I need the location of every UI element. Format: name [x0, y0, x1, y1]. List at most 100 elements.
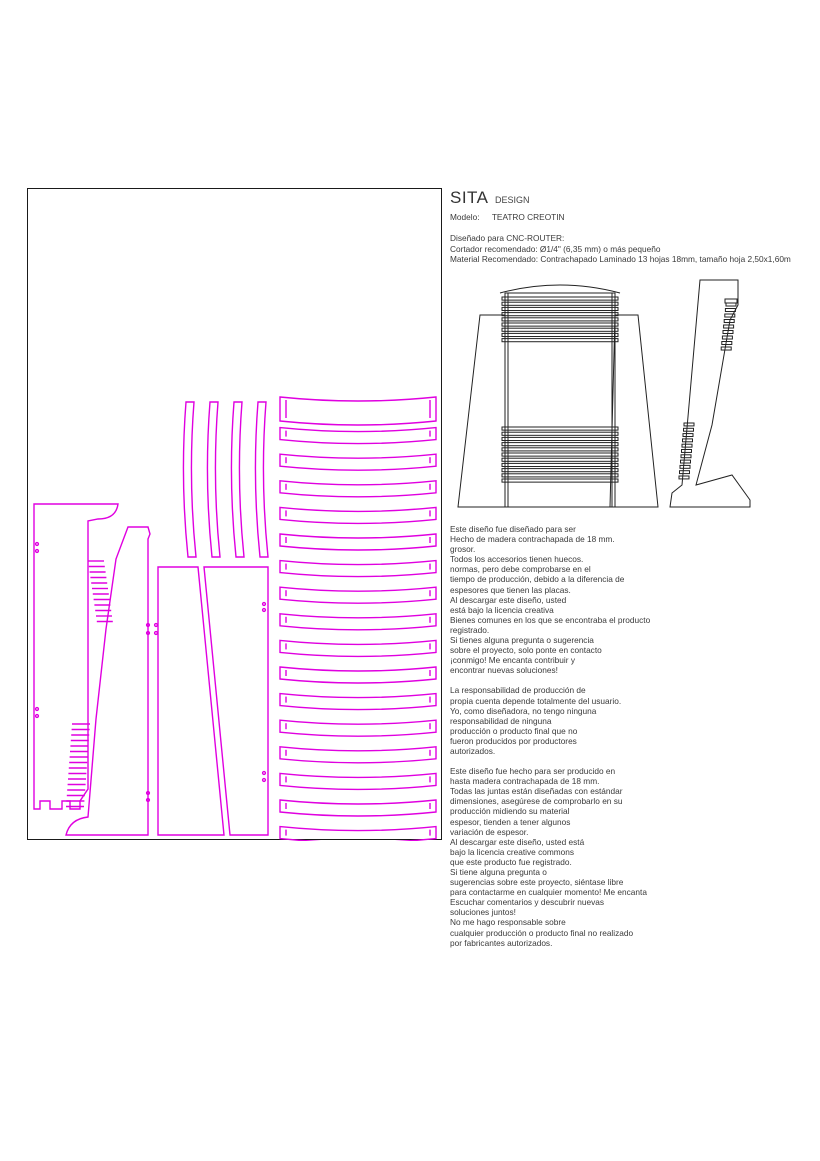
side-view: [669, 279, 751, 508]
slat: [501, 442, 619, 447]
description-line: espesor, tienden a tener algunos: [450, 816, 571, 827]
brand-title: SITA DESIGN: [450, 188, 530, 208]
trapezoid-panel: [157, 566, 225, 836]
front-view: [457, 284, 659, 508]
description-line: producción o producto final que no: [450, 725, 578, 736]
description-line: Si tiene alguna pregunta o: [450, 867, 547, 877]
slat-part: [279, 719, 437, 737]
model-label: Modelo:: [450, 212, 480, 222]
cut-parts: [33, 396, 437, 841]
trapezoid-panel: [203, 566, 269, 836]
slat-end: [683, 422, 695, 427]
slat: [501, 457, 619, 462]
description-line: Escuchar comentarios y descubrir nuevas: [450, 897, 605, 908]
spec-line: Material Recomendado: Contrachapado Lami…: [450, 254, 791, 265]
slat-part: [279, 506, 437, 525]
slat-end: [683, 427, 694, 432]
spec-line: Diseñado para CNC-ROUTER:: [450, 233, 565, 243]
slat-part: [279, 586, 437, 604]
description-line: sugerencias sobre este proyecto, siéntas…: [450, 877, 624, 888]
description-line: para contactarme en cualquier momento! M…: [450, 887, 647, 898]
slat-part: [279, 825, 437, 841]
slat: [501, 447, 619, 452]
description-line: Todas las juntas están diseñadas con est…: [450, 786, 623, 797]
dowel-hole: [34, 541, 40, 547]
cutting-sheet: [27, 188, 442, 841]
slat-part: [279, 613, 437, 631]
description-line: Al descargar este diseño, usted está: [450, 836, 585, 847]
slat: [501, 317, 619, 322]
slat-part: [279, 396, 437, 426]
description-line: No me hago responsable sobre: [450, 917, 566, 928]
dowel-hole: [145, 622, 151, 628]
slat-end: [680, 454, 692, 459]
slat: [501, 332, 619, 338]
dowel-hole: [145, 790, 151, 796]
description-line: ¡conmigo! Me encanta contribuir y: [450, 655, 575, 666]
stepped-panel: [65, 526, 151, 836]
slat-part: [279, 426, 437, 445]
dowel-hole: [261, 601, 267, 607]
description-line: Yo, como diseñadora, no tengo ninguna: [450, 705, 597, 716]
brand-suffix: DESIGN: [494, 195, 530, 205]
slat-part: [279, 799, 437, 817]
slat-end: [678, 475, 690, 480]
description-line: Si tienes alguna pregunta o sugerencia: [450, 635, 594, 646]
dowel-hole: [34, 548, 40, 554]
description-line: cualquier producción o producto final no…: [450, 927, 634, 938]
description-line: La responsabilidad de producción de: [450, 685, 586, 696]
description-line: Este diseño fue hecho para ser producido…: [450, 766, 616, 777]
slat-part: [279, 533, 437, 551]
brand-name: SITA: [450, 188, 489, 207]
slat: [501, 296, 619, 301]
description-line: dimensiones, asegúrese de comprobarlo en…: [450, 796, 623, 807]
slat-part: [279, 453, 437, 471]
model-value: TEATRO CREOTIN: [491, 212, 565, 222]
slat-end: [681, 443, 693, 448]
specs: Diseñado para CNC-ROUTER: Cortador recom…: [450, 233, 791, 265]
slat: [501, 468, 619, 473]
slat-part: [279, 692, 437, 711]
slat: [501, 322, 619, 327]
description-line: Al descargar este diseño, usted: [450, 594, 567, 605]
slat-part: [279, 559, 437, 578]
description-line: espesores que tienen las placas.: [450, 584, 571, 595]
slat-part: [279, 772, 437, 791]
slat-end: [723, 319, 735, 324]
description-line: tiempo de producción, debido a la difere…: [450, 574, 625, 585]
dowel-hole: [145, 797, 151, 803]
description-line: registrado.: [450, 624, 490, 635]
description-paragraph: Este diseño fue hecho para ser producido…: [450, 766, 650, 948]
dowel-hole: [34, 706, 40, 712]
slat-end: [679, 464, 691, 469]
spec-line: Cortador recomendado: Ø1/4" (6,35 mm) o …: [450, 243, 661, 254]
slat: [501, 338, 619, 343]
description-line: está bajo la licencia creativa: [450, 604, 554, 615]
slat-end: [724, 308, 736, 313]
slat: [501, 478, 619, 483]
description-line: variación de espesor.: [450, 826, 529, 837]
description-line: Este diseño fue diseñado para ser: [450, 524, 576, 534]
slat: [501, 462, 619, 468]
cnc-parts-layout: [33, 396, 437, 841]
slat-part: [279, 746, 437, 764]
slat-end: [720, 346, 732, 351]
dowel-hole: [261, 607, 267, 613]
slat: [501, 306, 619, 312]
rib-part: [230, 401, 245, 558]
side-panel: [33, 503, 119, 810]
slat: [501, 452, 619, 457]
slat: [501, 473, 619, 478]
dowel-hole: [145, 630, 151, 636]
slat-end: [681, 449, 692, 453]
slat-part: [279, 666, 437, 684]
teatro-illustration: [457, 279, 751, 508]
slat: [501, 426, 619, 431]
slat: [501, 327, 619, 332]
description-line: soluciones juntos!: [450, 907, 516, 918]
slat-end: [723, 324, 735, 329]
slat-part: [279, 639, 437, 658]
